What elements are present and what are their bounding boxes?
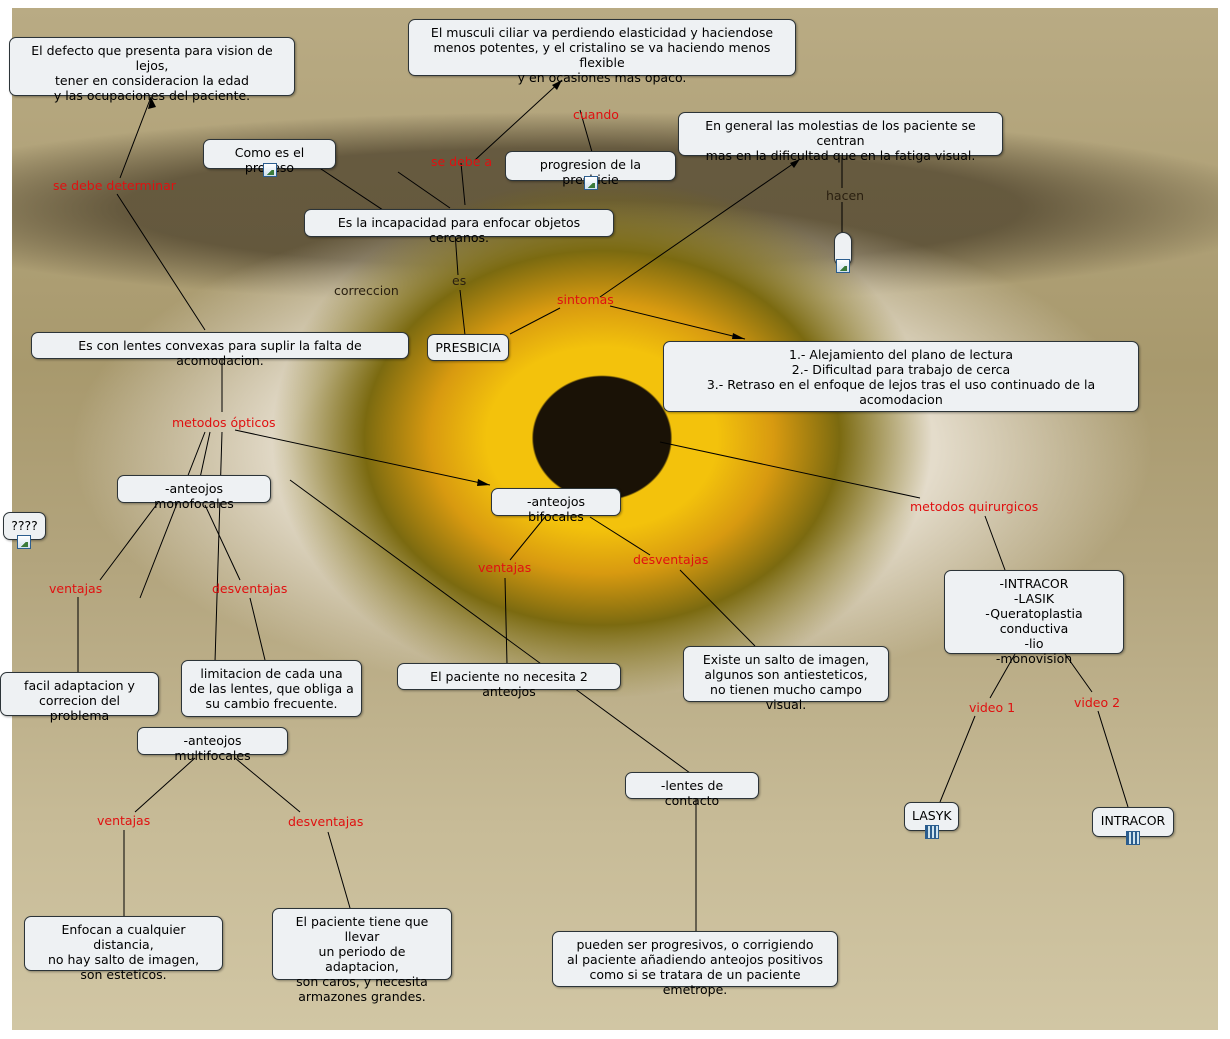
node-enfocan[interactable]: Enfocan a cualquier distancia, no hay sa… <box>24 916 223 982</box>
node-salto-imagen[interactable]: Existe un salto de imagen, algunos son a… <box>683 646 889 712</box>
node-facil-adaptacion[interactable]: facil adaptacion y correcion del problem… <box>0 672 159 723</box>
node-lentes-contacto[interactable]: -lentes de contacto <box>625 772 759 808</box>
node-intracor[interactable]: INTRACOR <box>1092 807 1174 837</box>
node-quirurgicos-lista[interactable]: -INTRACOR -LASIK -Queratoplastia conduct… <box>944 570 1124 666</box>
link-se-debe-determinar: se debe determinar <box>53 178 176 193</box>
node-como-es-el-proceso[interactable]: Como es el proceso <box>203 139 336 175</box>
video-icon[interactable] <box>925 825 939 839</box>
link-video-1: video 1 <box>969 700 1016 715</box>
link-sintomas: sintomas <box>557 292 614 307</box>
link-es: es <box>452 273 467 288</box>
node-limitacion[interactable]: limitacion de cada una de las lentes, qu… <box>181 660 362 717</box>
video-icon[interactable] <box>1126 831 1140 845</box>
link-cuando: cuando <box>573 107 619 122</box>
link-se-debe-a: se debe a <box>431 154 493 169</box>
node-molestias[interactable]: En general las molestias de los paciente… <box>678 112 1003 163</box>
link-metodos-quirurgicos: metodos quirurgicos <box>910 499 1039 514</box>
node-anteojos-multifocales[interactable]: -anteojos multifocales <box>137 727 288 763</box>
link-hacen: hacen <box>826 188 865 203</box>
node-progresivos[interactable]: pueden ser progresivos, o corrigiendo al… <box>552 931 838 997</box>
link-ventajas-monofocales: ventajas <box>49 581 103 596</box>
node-periodo-adaptacion[interactable]: El paciente tiene que llevar un periodo … <box>272 908 452 1004</box>
link-video-2: video 2 <box>1074 695 1121 710</box>
node-musculo-ciliar[interactable]: El musculi ciliar va perdiendo elasticid… <box>408 19 796 85</box>
link-correccion: correccion <box>334 283 399 298</box>
node-no-necesita[interactable]: El paciente no necesita 2 anteojos <box>397 663 621 699</box>
image-icon[interactable] <box>17 535 31 549</box>
node-sintomas-lista[interactable]: 1.- Alejamiento del plano de lectura 2.-… <box>663 341 1139 412</box>
image-icon[interactable] <box>584 176 598 190</box>
node-anteojos-bifocales[interactable]: -anteojos bifocales <box>491 488 621 524</box>
node-presbicia[interactable]: PRESBICIA <box>427 334 509 361</box>
link-ventajas-multifocales: ventajas <box>97 813 151 828</box>
link-desventajas-bifocales: desventajas <box>633 552 709 567</box>
link-desventajas-monofocales: desventajas <box>212 581 288 596</box>
link-desventajas-multifocales: desventajas <box>288 814 364 829</box>
image-icon[interactable] <box>836 259 850 273</box>
node-lentes-convexas[interactable]: Es con lentes convexas para suplir la fa… <box>31 332 409 368</box>
node-defecto-vision-lejos[interactable]: El defecto que presenta para vision de l… <box>9 37 295 103</box>
image-icon[interactable] <box>263 163 277 177</box>
link-metodos-opticos: metodos ópticos <box>172 415 276 430</box>
node-definicion[interactable]: Es la incapacidad para enfocar objetos c… <box>304 209 614 245</box>
link-ventajas-bifocales: ventajas <box>478 560 532 575</box>
node-anteojos-monofocales[interactable]: -anteojos monofocales <box>117 475 271 511</box>
